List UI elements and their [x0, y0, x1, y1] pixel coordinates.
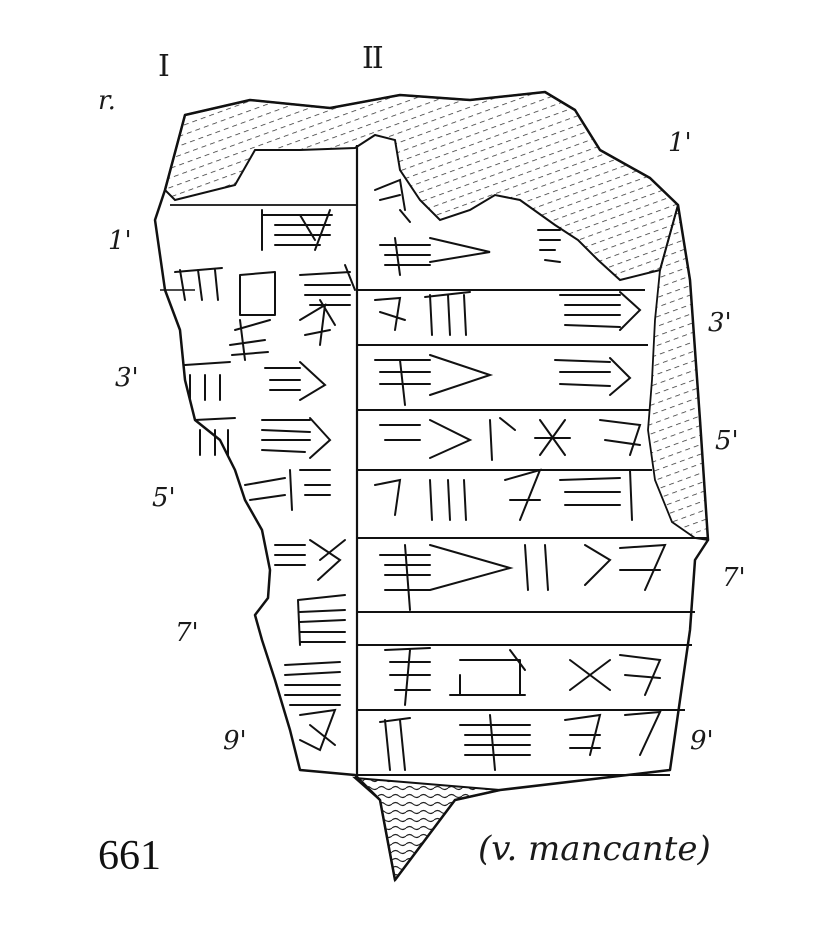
- cuneiform-signs-column-i: [174, 209, 356, 752]
- line-number-left: 1': [108, 226, 132, 256]
- plate-number: 661: [98, 833, 161, 879]
- line-number-left: 5': [152, 483, 176, 513]
- line-number-left: 7': [175, 618, 199, 648]
- line-number-right: 1': [668, 128, 692, 158]
- line-number-left: 9': [223, 726, 247, 756]
- line-number-right: 5': [715, 426, 739, 456]
- line-number-right: 7': [722, 563, 746, 593]
- damage-bottom: [352, 776, 501, 883]
- cuneiform-signs-column-ii: [374, 178, 667, 771]
- line-number-right: 9': [690, 726, 714, 756]
- column-label-ii: II: [362, 41, 384, 76]
- column-label-i: I: [158, 49, 170, 84]
- damage-right: [647, 204, 709, 542]
- line-number-left: 3': [115, 363, 139, 393]
- damage-top: [163, 90, 680, 282]
- side-marker: r.: [98, 86, 116, 116]
- missing-side-note: (v. mancante): [478, 829, 711, 869]
- column-ii-rulings: [357, 289, 708, 776]
- line-number-right: 3': [708, 308, 732, 338]
